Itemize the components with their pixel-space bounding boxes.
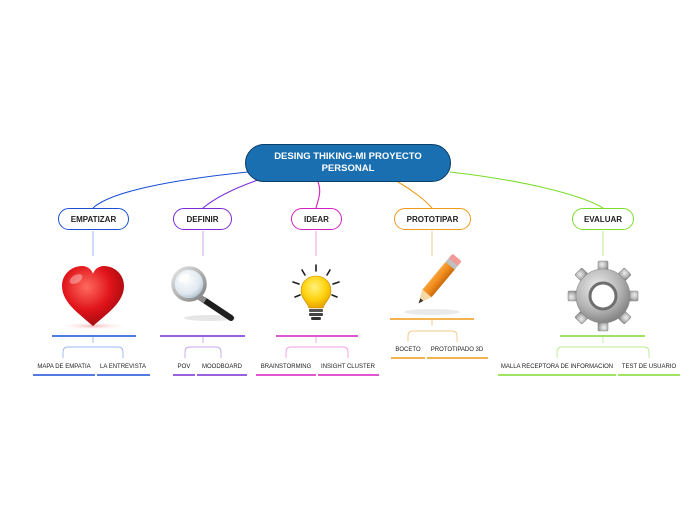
leaf-malla-receptora[interactable]: MALLA RECEPTORA DE INFORMACION: [500, 364, 614, 370]
leaf-pov[interactable]: POV: [177, 364, 191, 370]
leaf-bracket-idear: [285, 337, 349, 358]
pencil-icon: [404, 254, 461, 315]
connector-prototipar: [397, 181, 433, 209]
leaf-brainstorming[interactable]: BRAINSTORMING: [260, 364, 312, 370]
connector-idear: [315, 181, 321, 209]
leaf-bracket-evaluar: [556, 337, 650, 358]
branch-label: EVALUAR: [583, 214, 623, 224]
branch-evaluar[interactable]: EVALUAR: [572, 208, 634, 230]
branch-label: EMPATIZAR: [70, 214, 117, 224]
heart-icon: [57, 266, 129, 330]
leaf-la-entrevista[interactable]: LA ENTREVISTA: [100, 364, 146, 370]
branch-label: DEFINIR: [186, 214, 219, 224]
branch-label: IDEAR: [304, 214, 329, 224]
gear-icon: [567, 260, 639, 332]
branch-prototipar[interactable]: PROTOTIPAR: [394, 208, 471, 230]
branch-definir[interactable]: DEFINIR: [173, 208, 232, 230]
branch-label: PROTOTIPAR: [406, 214, 459, 224]
leaf-bracket-definir: [184, 337, 222, 358]
leaf-test-de-usuario[interactable]: TEST DE USUARIO: [621, 364, 677, 370]
magnifier-icon: [171, 266, 236, 321]
leaf-prototipado-3d[interactable]: PROTOTIPADO 3D: [430, 347, 484, 353]
leaf-boceto[interactable]: BOCETO: [395, 347, 421, 353]
root-title: DESING THIKING-MI PROYECTO PERSONAL: [274, 151, 422, 174]
connector-empatizar: [92, 171, 249, 209]
connector-definir: [202, 179, 259, 209]
leaf-bracket-empatizar: [62, 337, 124, 358]
branch-empatizar[interactable]: EMPATIZAR: [58, 208, 129, 230]
connector-evaluar: [449, 171, 604, 209]
root-node[interactable]: DESING THIKING-MI PROYECTO PERSONAL: [245, 144, 451, 182]
leaf-bracket-prototipar: [407, 320, 458, 342]
leaf-mapa-de-empatia[interactable]: MAPA DE EMPATIA: [37, 364, 91, 370]
branch-idear[interactable]: IDEAR: [291, 208, 342, 230]
lightbulb-icon: [292, 264, 340, 320]
leaf-moodboard[interactable]: MOODBOARD: [201, 364, 243, 370]
leaf-insight-cluster[interactable]: INSIGHT CLUSTER: [321, 364, 375, 370]
